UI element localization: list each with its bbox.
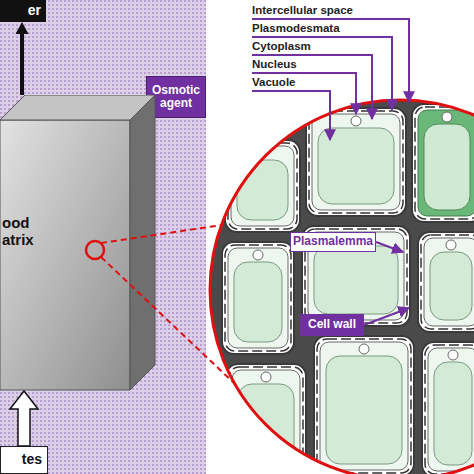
block-side	[130, 95, 155, 390]
part-label-box: Cell wall	[300, 314, 364, 336]
node-text: ood atrix	[2, 215, 46, 248]
flow-arrow	[16, 22, 29, 95]
cell-wall	[412, 104, 474, 222]
leader-line	[252, 91, 330, 140]
cytoplasm	[228, 248, 288, 348]
cell	[226, 364, 306, 474]
intercellular-space	[200, 90, 474, 474]
node-text: er	[28, 3, 41, 18]
food-block: ood atrix	[0, 95, 156, 391]
nucleus	[442, 112, 452, 122]
leader-line	[252, 37, 392, 110]
nucleus	[446, 240, 456, 250]
cytoplasm	[428, 348, 474, 471]
zoom-circle	[210, 100, 474, 474]
part-label: Cytoplasm	[252, 40, 311, 52]
leader-line	[376, 242, 403, 252]
cytoplasm	[312, 114, 400, 210]
vacuole	[424, 124, 470, 210]
plasmodesmata	[415, 107, 474, 219]
node-text: tes	[22, 452, 42, 467]
plasmodesmata	[317, 339, 411, 473]
osmotic-solution	[0, 0, 206, 474]
vacuole	[237, 160, 288, 220]
leader-line	[252, 55, 372, 119]
cell-wall	[222, 242, 294, 354]
magnified-tissue	[200, 90, 474, 474]
flow-label-box: tes	[0, 446, 48, 474]
flow-arrow	[10, 391, 38, 446]
vacuole	[434, 362, 472, 465]
plasmodesmata	[229, 367, 303, 473]
part-label: Vacuole	[252, 76, 295, 88]
vacuole	[318, 128, 394, 204]
cell	[225, 140, 300, 232]
part-label: Intercellular space	[252, 4, 353, 16]
cell	[306, 108, 406, 216]
nucleus	[448, 350, 458, 360]
vacuole	[314, 246, 398, 314]
cell	[418, 232, 474, 332]
cytoplasm	[424, 238, 474, 326]
leader-line	[364, 308, 409, 325]
cell-wall	[422, 342, 474, 474]
vacuole	[238, 384, 294, 464]
cell	[314, 336, 414, 474]
nucleus	[253, 250, 263, 260]
cell	[412, 104, 474, 222]
leader-line	[252, 73, 356, 114]
part-label-box: Plasmalemma	[290, 232, 376, 252]
plasmodesmata	[228, 143, 297, 229]
vacuole	[430, 252, 472, 320]
block-top	[0, 95, 155, 120]
cytoplasm	[418, 110, 474, 216]
node-text: Osmotic agent	[150, 84, 202, 110]
node-text: Plasmalemma	[293, 235, 373, 248]
part-label: Plasmodesmata	[252, 22, 340, 34]
node-text: Cell wall	[308, 318, 356, 331]
cell-wall	[226, 364, 306, 474]
nucleus	[258, 148, 268, 158]
cell	[422, 342, 474, 474]
cell-wall	[306, 108, 406, 216]
flow-label-box: er	[0, 0, 46, 22]
nucleus	[261, 372, 271, 382]
vacuole	[234, 262, 282, 342]
part-label: Nucleus	[252, 58, 297, 70]
cell	[222, 242, 294, 354]
plasmodesmata	[421, 235, 474, 329]
plasmodesmata	[225, 245, 291, 351]
nucleus	[351, 116, 361, 126]
cytoplasm	[232, 370, 300, 470]
cell-wall	[225, 140, 300, 232]
cytoplasm	[320, 342, 408, 470]
plasmodesmata	[309, 111, 403, 213]
cytoplasm	[231, 146, 294, 226]
cell-wall	[418, 232, 474, 332]
plasmodesmata	[425, 345, 474, 474]
vacuole	[326, 356, 402, 464]
nucleus	[359, 344, 369, 354]
leader-line	[252, 19, 409, 102]
block-front	[0, 120, 130, 390]
cell-wall	[314, 336, 414, 474]
